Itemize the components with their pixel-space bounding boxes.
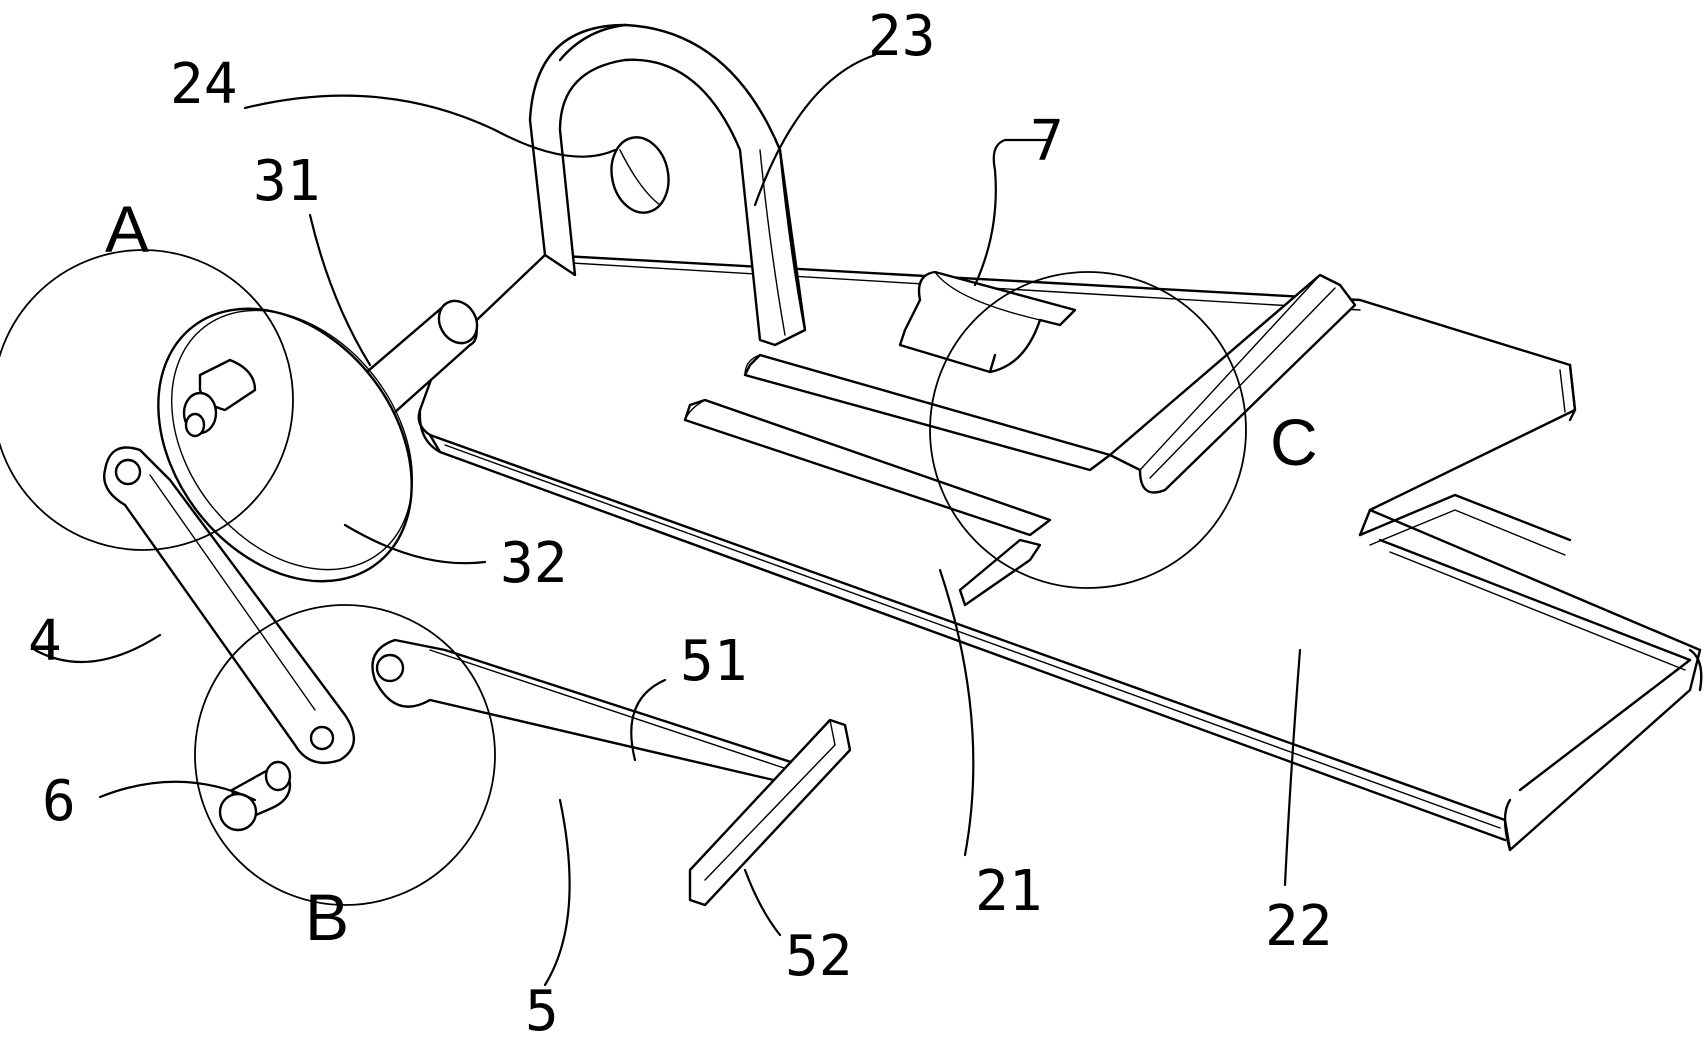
label-32: 32	[500, 531, 567, 596]
label-c: C	[1270, 405, 1318, 479]
detail-circle-c	[929, 271, 1247, 589]
label-52: 52	[785, 924, 852, 989]
clip	[898, 270, 1077, 374]
bracket	[528, 23, 807, 347]
reference-labels: 23 24 31 7 A C 32 4 51 6 B 21 22 52 5	[28, 4, 1332, 1044]
shaft-and-disk	[157, 299, 479, 583]
label-23: 23	[868, 4, 935, 69]
label-b: B	[305, 880, 349, 954]
label-6: 6	[42, 769, 76, 834]
label-21: 21	[975, 859, 1042, 924]
label-5: 5	[525, 979, 559, 1044]
base-plate	[417, 253, 1703, 852]
label-a: A	[105, 192, 149, 266]
detail-circle-a	[0, 249, 294, 551]
label-7: 7	[1030, 109, 1064, 174]
link-arm	[103, 446, 355, 765]
label-22: 22	[1265, 894, 1332, 959]
detail-circle-b	[194, 604, 496, 906]
label-4: 4	[28, 609, 62, 674]
label-24: 24	[170, 52, 237, 117]
label-31: 31	[253, 149, 320, 214]
ribs	[683, 273, 1357, 537]
pin	[218, 760, 292, 832]
leader-lines	[33, 53, 1302, 987]
lever	[371, 638, 852, 907]
label-51: 51	[680, 629, 747, 694]
